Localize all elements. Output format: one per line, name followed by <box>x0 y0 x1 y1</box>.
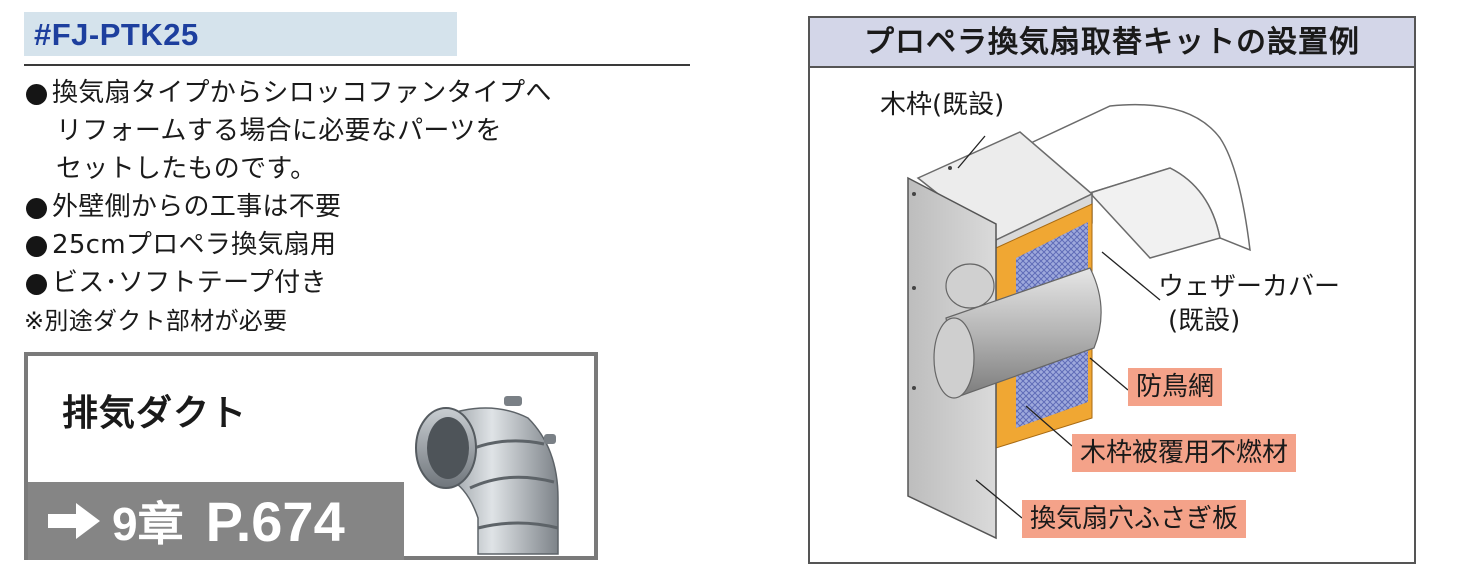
label-weather-cover: ウェザーカバー <box>1158 272 1341 302</box>
feature-item: 外壁側からの工事は不要 <box>24 188 684 226</box>
duct-title: 排気ダクト <box>62 393 248 434</box>
label-weather-cover-existing: (既設) <box>1168 306 1241 336</box>
elbow-duct-image <box>415 396 559 555</box>
page-reference-bar[interactable]: 9章 P.674 <box>28 482 404 560</box>
feature-item: セットしたものです。 <box>56 154 317 184</box>
model-number: #FJ-PTK25 <box>24 12 457 56</box>
chapter-reference: 9章 <box>112 498 184 550</box>
feature-item: リフォームする場合に必要なパーツを <box>56 116 502 146</box>
label-wood-frame: 木枠(既設) <box>880 90 1005 120</box>
label-fireproof-material: 木枠被覆用不燃材 <box>1072 434 1297 472</box>
label-bird-net: 防鳥網 <box>1128 368 1223 406</box>
feature-item: 25cmプロペラ換気扇用 <box>24 226 684 264</box>
feature-item: 換気扇タイプからシロッコファンタイプへ <box>24 74 684 112</box>
feature-note: ※別途ダクト部材が必要 <box>24 307 288 335</box>
feature-item: ビス･ソフトテープ付き <box>24 264 684 302</box>
arrow-right-icon <box>48 503 100 539</box>
page-reference: P.674 <box>205 489 345 553</box>
installation-example-panel: プロペラ換気扇取替キットの設置例 木枠(既設) ウェザーカバー (既設) 防鳥網… <box>808 16 1416 564</box>
feature-list: 換気扇タイプからシロッコファンタイプへ リフォームする場合に必要なパーツを セッ… <box>24 74 684 340</box>
installation-title: プロペラ換気扇取替キットの設置例 <box>810 18 1414 68</box>
model-divider <box>24 64 690 66</box>
installation-diagram <box>907 103 1251 540</box>
label-hole-cover-plate: 換気扇穴ふさぎ板 <box>1022 500 1247 538</box>
exhaust-duct-card[interactable]: 排気ダクト 9章 P.674 <box>24 352 598 560</box>
